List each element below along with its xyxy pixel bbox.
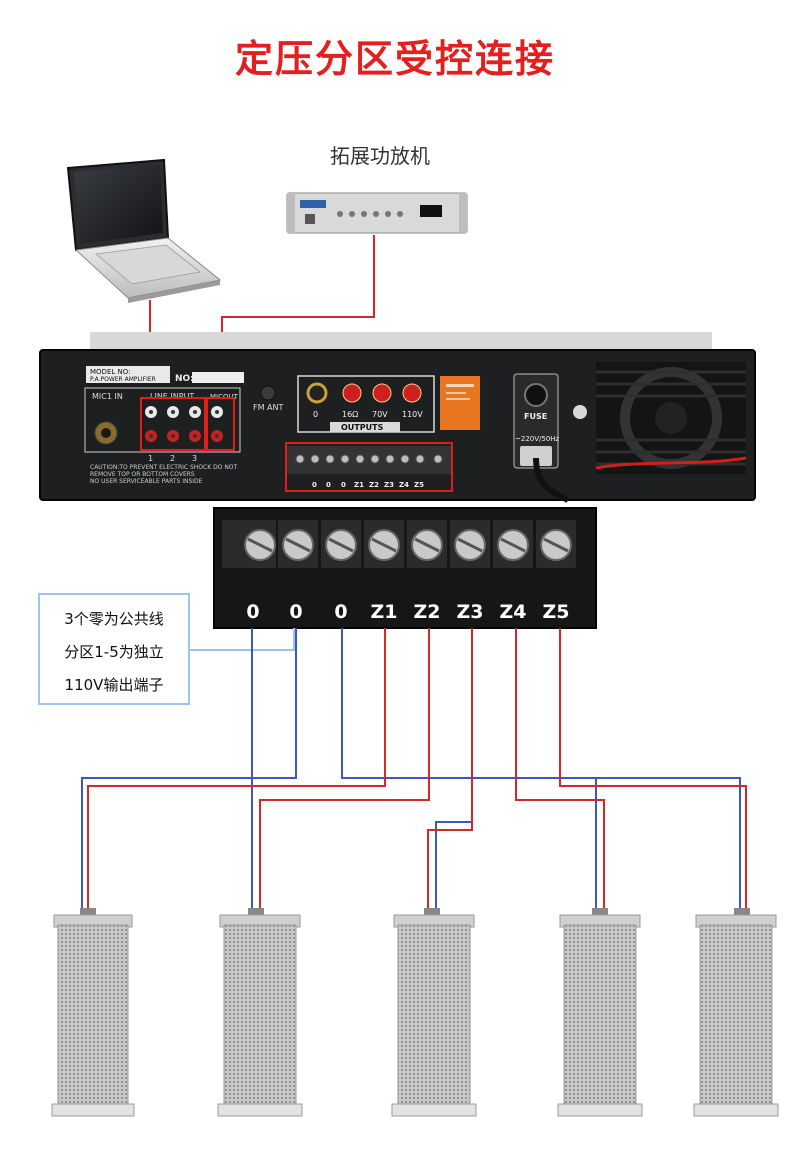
small-terminal-z4: Z4 xyxy=(399,481,409,489)
line-num-2: 2 xyxy=(170,454,175,463)
power-spec-label: ~220V/50Hz xyxy=(515,435,560,443)
extension-amplifier-illustration xyxy=(286,192,468,234)
enlarged-terminal-block: 0 0 0 Z1 Z2 Z3 Z4 Z5 xyxy=(213,507,597,629)
note-connector xyxy=(190,628,295,651)
small-terminal-z5: Z5 xyxy=(414,481,424,489)
speaker-1 xyxy=(51,908,135,1117)
speaker-4 xyxy=(557,908,643,1117)
model-name-label: P.A.POWER AMPLIFIER xyxy=(90,376,156,383)
small-terminal-0b: 0 xyxy=(326,481,331,489)
speaker-3 xyxy=(391,908,477,1117)
output-tap-0: 0 xyxy=(313,410,318,419)
extension-amplifier-label: 拓展功放机 xyxy=(330,144,430,168)
small-terminal-z3: Z3 xyxy=(384,481,394,489)
page-title: 定压分区受控连接 xyxy=(234,37,555,81)
line-num-1: 1 xyxy=(148,454,153,463)
small-terminal-z1: Z1 xyxy=(354,481,364,489)
terminal-strip-highlight xyxy=(285,442,453,492)
mic-in-label: MIC1 IN xyxy=(92,392,123,401)
terminal-label-0b: 0 xyxy=(289,601,302,623)
terminal-label-z5: Z5 xyxy=(543,601,570,623)
terminal-label-z1: Z1 xyxy=(371,601,398,623)
outputs-label: OUTPUTS xyxy=(341,423,384,432)
mic-out-highlight xyxy=(206,397,235,451)
laptop-illustration xyxy=(66,158,222,303)
output-tap-70v: 70V xyxy=(372,410,388,419)
output-tap-16ohm: 16Ω xyxy=(342,410,358,419)
terminal-screws xyxy=(244,520,576,568)
speaker-5 xyxy=(693,908,779,1117)
amplifier-back-panel: MODEL NO: P.A.POWER AMPLIFIER NO: MIC1 I… xyxy=(39,332,756,503)
column-speakers xyxy=(51,908,779,1117)
terminal-label-z2: Z2 xyxy=(414,601,441,623)
zone-wires xyxy=(87,628,747,918)
small-terminal-0c: 0 xyxy=(341,481,346,489)
common-line-note: 3个零为公共线 分区1-5为独立 110V输出端子 xyxy=(38,593,190,705)
output-tap-110v: 110V xyxy=(402,410,423,419)
terminal-label-0c: 0 xyxy=(334,601,347,623)
line-input-highlight xyxy=(140,397,206,451)
small-terminal-z2: Z2 xyxy=(369,481,379,489)
caution-line-1: CAUTION:TO PREVENT ELECTRIC SHOCK DO NOT xyxy=(90,464,238,471)
line-input-label: LINE INPUT xyxy=(150,392,194,401)
small-terminal-0a: 0 xyxy=(312,481,317,489)
fuse-label: FUSE xyxy=(524,412,547,421)
note-line-1: 3个零为公共线 xyxy=(64,610,164,628)
speaker-2 xyxy=(217,908,303,1117)
terminal-label-z4: Z4 xyxy=(500,601,527,623)
note-line-2: 分区1-5为独立 xyxy=(64,643,164,661)
no-label: NO: xyxy=(175,374,194,384)
fm-ant-label: FM ANT xyxy=(253,403,284,412)
line-num-3: 3 xyxy=(192,454,197,463)
terminal-label-0a: 0 xyxy=(246,601,259,623)
caution-line-2: REMOVE TOP OR BOTTOM COVERS xyxy=(90,471,195,478)
note-line-3: 110V输出端子 xyxy=(64,676,164,694)
caution-line-3: NO USER SERVICEABLE PARTS INSIDE xyxy=(90,478,203,485)
terminal-label-z3: Z3 xyxy=(457,601,484,623)
model-no-label: MODEL NO: xyxy=(90,368,130,376)
rca-jacks xyxy=(145,406,223,442)
